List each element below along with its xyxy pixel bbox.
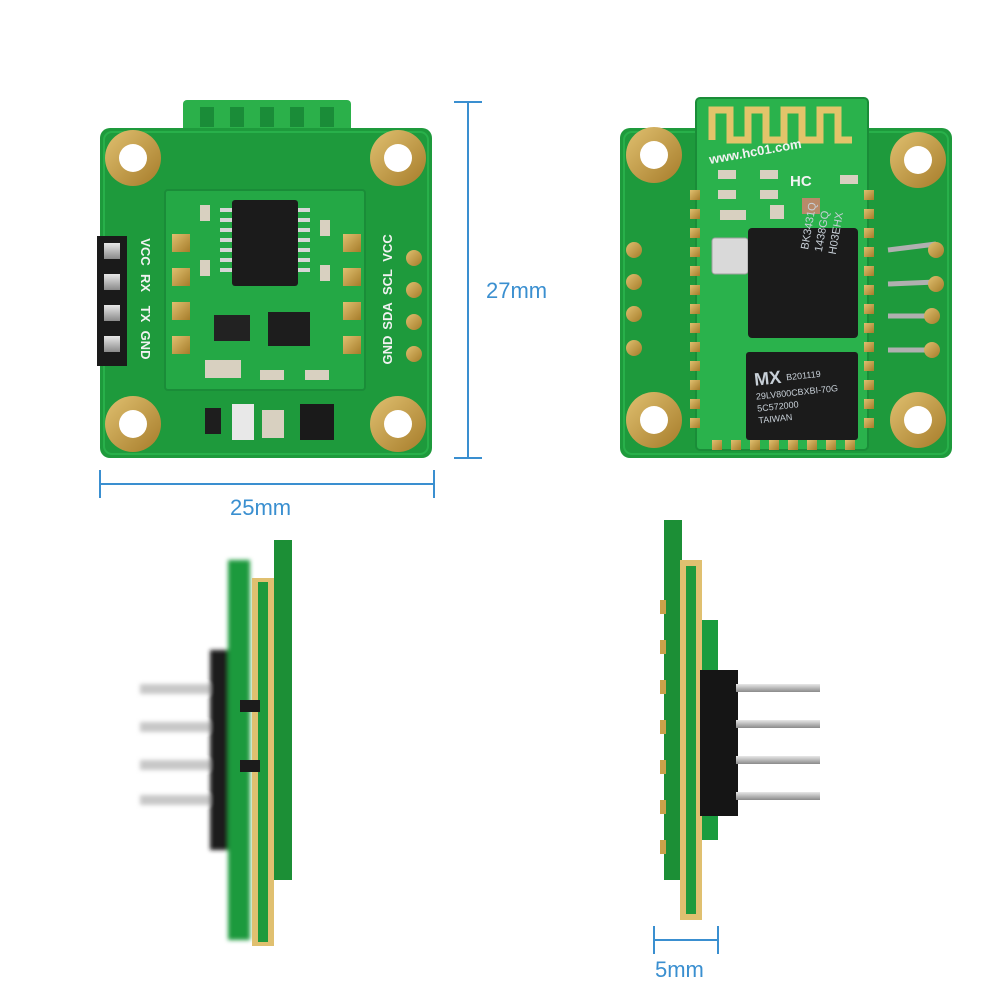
width-dimension-line	[99, 470, 435, 498]
thickness-dimension-label: 5mm	[655, 957, 704, 982]
board-b-top-view: www.hc01.com HC BK3431Q 1438GQ H03EHX MX…	[620, 97, 952, 458]
castellated-pad	[690, 323, 700, 333]
castellated-pad	[864, 190, 874, 200]
castellated-pad	[769, 440, 779, 450]
castellated-pad	[864, 323, 874, 333]
mounting-hole	[626, 392, 682, 448]
castellated-pad	[864, 380, 874, 390]
pin-label: TX	[138, 306, 153, 323]
mounting-hole	[105, 130, 161, 186]
castellated-pad	[845, 440, 855, 450]
castellated-pad	[826, 440, 836, 450]
castellated-pad	[864, 418, 874, 428]
thickness-dimension-line	[653, 926, 719, 954]
mounting-hole	[105, 396, 161, 452]
castellated-pad	[690, 342, 700, 352]
castellated-pad	[690, 361, 700, 371]
pin-label: VCC	[138, 238, 153, 266]
castellated-pad	[864, 304, 874, 314]
mounting-hole	[370, 130, 426, 186]
castellated-pad	[690, 228, 700, 238]
board-a-top-view: VCC RX TX GND VCC SCL SDA GND	[97, 100, 432, 458]
pin-label: SDA	[380, 302, 395, 330]
svg-text:MX: MX	[753, 367, 782, 390]
pin-label: GND	[380, 336, 395, 365]
pin-label: VCC	[380, 234, 395, 262]
mounting-hole	[890, 132, 946, 188]
svg-text:B201119: B201119	[786, 369, 822, 383]
castellated-pad	[807, 440, 817, 450]
height-dimension-line	[454, 101, 482, 459]
board-b-side-view	[660, 520, 820, 920]
castellated-pad	[864, 247, 874, 257]
pin-label: RX	[138, 274, 153, 292]
width-dimension-label: 25mm	[230, 495, 292, 520]
svg-text:TAIWAN: TAIWAN	[758, 412, 793, 425]
castellated-pad	[712, 440, 722, 450]
castellated-pad	[690, 266, 700, 276]
castellated-pad	[690, 304, 700, 314]
castellated-pad	[690, 380, 700, 390]
castellated-pad	[864, 266, 874, 276]
castellated-pad	[864, 285, 874, 295]
height-dimension-label: 27mm	[486, 278, 548, 303]
board-a-side-view	[140, 540, 292, 946]
castellated-pad	[750, 440, 760, 450]
mounting-hole	[370, 396, 426, 452]
castellated-pad	[864, 228, 874, 238]
castellated-pad	[864, 209, 874, 219]
svg-text:5C572000: 5C572000	[757, 399, 799, 413]
castellated-pad	[788, 440, 798, 450]
mounting-hole	[626, 127, 682, 183]
castellated-pad	[690, 247, 700, 257]
castellated-pad	[690, 285, 700, 295]
castellated-pad	[690, 190, 700, 200]
pin-label: SCL	[380, 269, 395, 295]
castellated-pad	[690, 418, 700, 428]
castellated-pad	[731, 440, 741, 450]
board-b-logo: HC	[790, 173, 812, 190]
castellated-pad	[864, 361, 874, 371]
castellated-pad	[690, 399, 700, 409]
mounting-hole	[890, 392, 946, 448]
castellated-pad	[690, 209, 700, 219]
castellated-pad	[864, 342, 874, 352]
pin-label: GND	[138, 331, 153, 360]
castellated-pad	[864, 399, 874, 409]
